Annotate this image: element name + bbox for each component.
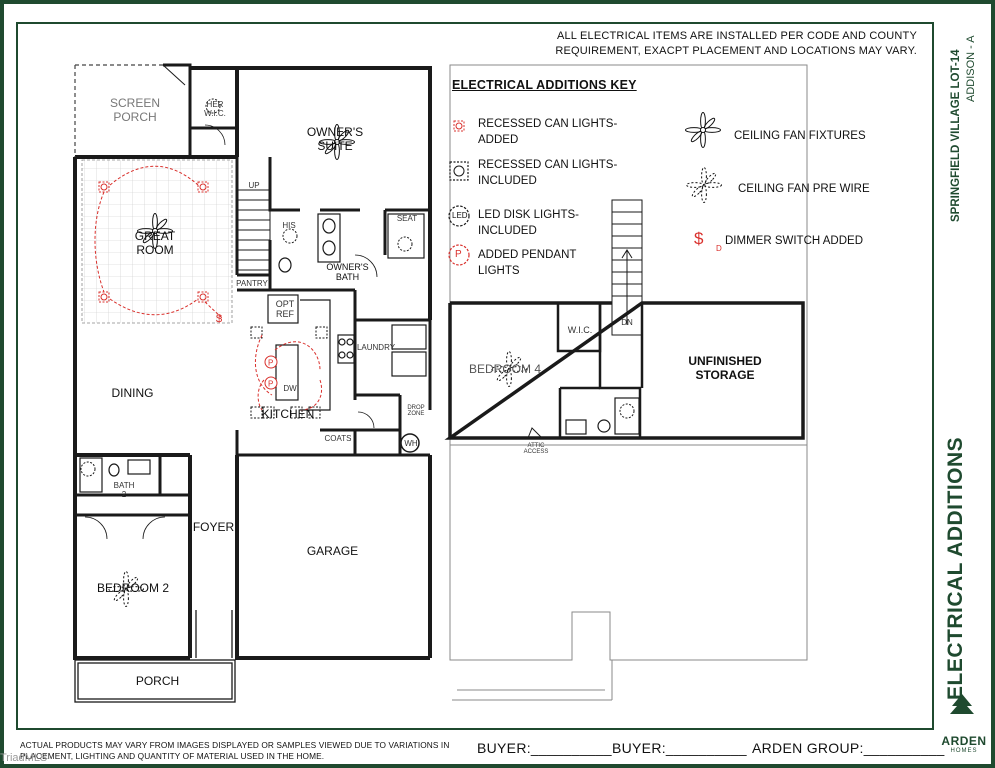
room-attic-access: ATTIC ACCESS xyxy=(518,443,554,455)
arden-logo-icon xyxy=(950,694,974,714)
code-note: ALL ELECTRICAL ITEMS ARE INSTALLED PER C… xyxy=(487,29,917,59)
room-seat: SEAT xyxy=(396,214,418,223)
key-recessed-included: RECESSED CAN LIGHTS- INCLUDED xyxy=(478,157,617,189)
key-recessed-added-line2: ADDED xyxy=(478,134,519,146)
buyer-signature-1[interactable]: BUYER:__________ xyxy=(477,740,612,756)
disclaimer-line2: PLACEMENT, LIGHTING AND QUANTITY OF MATE… xyxy=(20,751,325,761)
room-attic-line2: ACCESS xyxy=(523,449,549,455)
room-opt-ref: OPT REF xyxy=(271,299,299,319)
room-screen-porch: SCREEN PORCH xyxy=(100,96,170,124)
room-wh: WH xyxy=(404,439,418,448)
room-owners-suite: OWNER'S SUITE xyxy=(290,125,380,153)
key-recessed-included-line1: RECESSED CAN LIGHTS- xyxy=(478,159,618,171)
room-unfinished-storage: UNFINISHED STORAGE xyxy=(670,354,780,382)
room-owners-suite-line1: OWNER'S xyxy=(306,125,364,139)
key-pendant-line2: LIGHTS xyxy=(478,265,520,277)
room-screen-porch-line1: SCREEN xyxy=(109,96,160,110)
sheet-title: ELECTRICAL ADDITIONS xyxy=(944,436,967,700)
room-foyer: FOYER xyxy=(192,520,235,534)
room-attic-line1: ATTIC xyxy=(527,443,545,449)
room-screen-porch-line2: PORCH xyxy=(113,110,157,124)
svg-text:P: P xyxy=(268,359,273,368)
room-coats: COATS xyxy=(324,434,352,443)
buyer-signature-2[interactable]: BUYER:__________ xyxy=(612,740,747,756)
key-led-disk-line2: INCLUDED xyxy=(478,225,537,237)
room-owners-bath: OWNER'S BATH xyxy=(315,262,380,282)
room-kitchen: KITCHEN xyxy=(261,407,315,421)
room-great-room: GREAT ROOM xyxy=(120,229,190,257)
logo-sub: HOMES xyxy=(950,748,978,754)
key-pendant: ADDED PENDANT LIGHTS xyxy=(478,247,576,279)
room-bedroom-2: BEDROOM 2 xyxy=(96,581,169,595)
room-bath-2-line2: 2 xyxy=(121,490,127,499)
room-bath-2-line1: BATH xyxy=(113,481,135,490)
room-drop-zone: DROP ZONE xyxy=(407,405,425,417)
room-pantry: PANTRY xyxy=(236,279,268,288)
watermark: TriadMLS xyxy=(0,752,48,764)
key-pendant-line1: ADDED PENDANT xyxy=(478,249,577,261)
key-recessed-added: RECESSED CAN LIGHTS- ADDED xyxy=(478,116,617,148)
svg-text:P: P xyxy=(268,380,273,389)
room-great-room-line2: ROOM xyxy=(136,243,174,257)
key-recessed-included-line2: INCLUDED xyxy=(478,175,537,187)
room-opt-ref-line1: OPT xyxy=(275,299,295,309)
room-unfinished-line2: STORAGE xyxy=(695,368,755,382)
key-led-disk: LED DISK LIGHTS- INCLUDED xyxy=(478,207,579,239)
pendant-symbol-label: P xyxy=(455,249,462,260)
plan-name: ADDISON - A xyxy=(965,35,977,102)
key-recessed-added-line1: RECESSED CAN LIGHTS- xyxy=(478,118,618,130)
project-name: SPRINGFIELD VILLAGE LOT-14 xyxy=(950,49,962,222)
disclaimer-line1: ACTUAL PRODUCTS MAY VARY FROM IMAGES DIS… xyxy=(20,740,450,750)
dimmer-icon: $ xyxy=(694,229,704,248)
key-dimmer-switch: DIMMER SWITCH ADDED xyxy=(725,235,863,247)
room-bath-2: BATH 2 xyxy=(110,481,138,499)
logo-name: ARDEN xyxy=(941,734,987,748)
code-note-line2: REQUIREMENT, EXACPT PLACEMENT AND LOCATI… xyxy=(555,45,917,57)
room-great-room-line1: GREAT xyxy=(134,229,176,243)
room-opt-ref-line2: REF xyxy=(276,309,294,319)
room-up: UP xyxy=(248,181,260,190)
room-dining: DINING xyxy=(111,386,154,400)
drawing-frame xyxy=(16,22,934,730)
room-dn: DN xyxy=(621,318,633,327)
title-block: SPRINGFIELD VILLAGE LOT-14 ADDISON - A E… xyxy=(934,22,991,730)
room-porch: PORCH xyxy=(135,674,180,688)
room-owners-suite-line2: SUITE xyxy=(317,139,353,153)
key-ceiling-fan-prewire: CEILING FAN PRE WIRE xyxy=(738,183,870,195)
key-ceiling-fan-fixtures: CEILING FAN FIXTURES xyxy=(734,130,866,142)
room-laundry: LAUNDRY xyxy=(356,343,396,352)
room-owners-bath-line2: BATH xyxy=(335,272,360,282)
room-owners-bath-line1: OWNER'S xyxy=(326,262,369,272)
disclaimer: ACTUAL PRODUCTS MAY VARY FROM IMAGES DIS… xyxy=(20,740,449,762)
room-upper-wic: W.I.C. xyxy=(567,325,593,335)
dimmer-sub-label: D xyxy=(716,244,722,253)
code-note-line1: ALL ELECTRICAL ITEMS ARE INSTALLED PER C… xyxy=(556,30,917,42)
room-garage: GARAGE xyxy=(306,544,359,558)
key-led-disk-line1: LED DISK LIGHTS- xyxy=(478,209,579,221)
room-dw: DW xyxy=(283,384,297,393)
room-his: HIS xyxy=(282,221,296,230)
svg-text:$: $ xyxy=(216,313,222,325)
room-bedroom-4: BEDROOM 4 xyxy=(468,362,541,376)
room-unfinished-line1: UNFINISHED xyxy=(688,354,762,368)
led-symbol-label: LED xyxy=(452,211,468,220)
arden-signature[interactable]: ARDEN GROUP:__________ xyxy=(752,740,945,756)
key-title: ELECTRICAL ADDITIONS KEY xyxy=(452,78,637,92)
room-her-wic: HER W.I.C. xyxy=(204,100,226,118)
